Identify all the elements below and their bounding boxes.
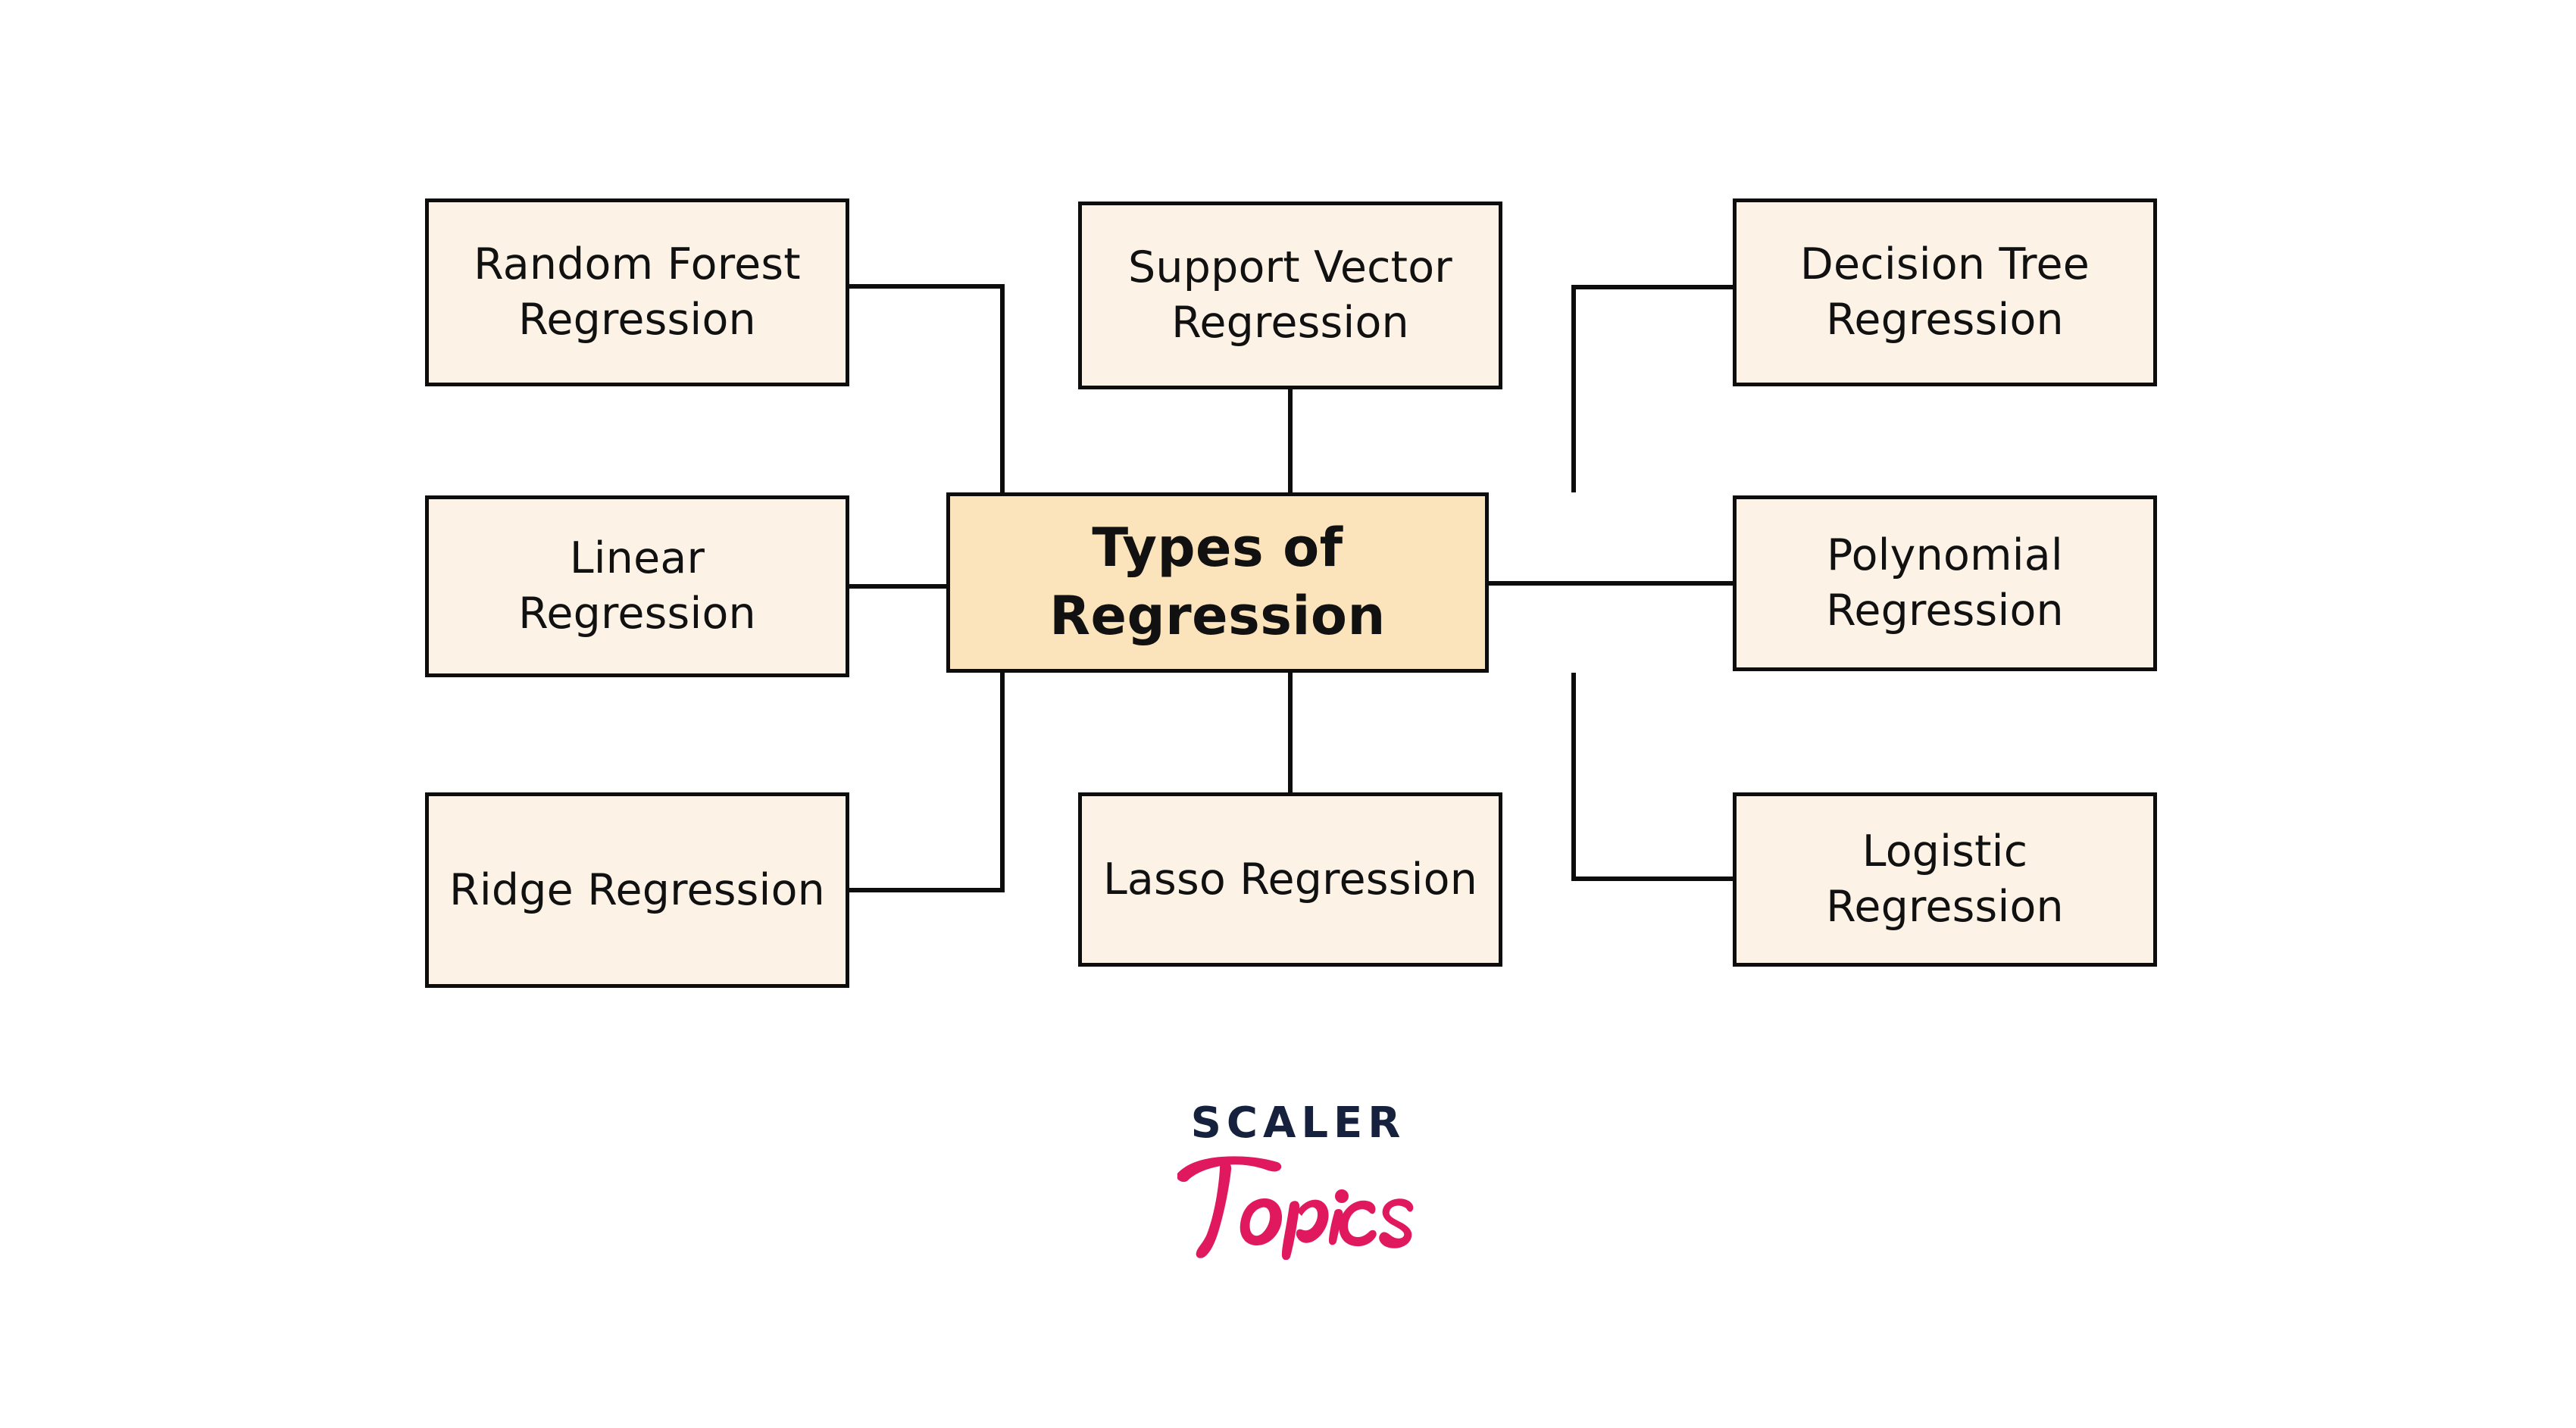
edge-ridge-to-center	[849, 673, 1005, 892]
brand-wordmark: SCALER	[1190, 1098, 1406, 1148]
node-types-of-regression-root[interactable]: Types of Regression	[946, 492, 1489, 673]
node-random-forest-regression[interactable]: Random Forest Regression	[425, 198, 849, 386]
edge-random-forest-to-center	[849, 284, 1005, 492]
node-label: Linear Regression	[518, 533, 756, 639]
edge-decision-tree-to-center	[1571, 285, 1733, 492]
scaler-topics-logo: SCALER	[1136, 1102, 1455, 1276]
node-label: Logistic Regression	[1826, 826, 2064, 932]
node-decision-tree-regression[interactable]: Decision Tree Regression	[1733, 198, 2157, 386]
edge-logistic-to-center	[1571, 673, 1733, 881]
diagram-title: Types of Regression	[1049, 517, 1386, 647]
topics-script-glyphs	[1177, 1156, 1414, 1261]
node-polynomial-regression[interactable]: Polynomial Regression	[1733, 495, 2157, 671]
node-label: Polynomial Regression	[1826, 530, 2064, 636]
node-linear-regression[interactable]: Linear Regression	[425, 495, 849, 677]
node-support-vector-regression[interactable]: Support Vector Regression	[1078, 202, 1502, 389]
node-label: Decision Tree Regression	[1799, 239, 2090, 345]
node-lasso-regression[interactable]: Lasso Regression	[1078, 792, 1502, 967]
node-label: Random Forest Regression	[474, 239, 801, 345]
node-logistic-regression[interactable]: Logistic Regression	[1733, 792, 2157, 967]
brand-script-wordmark	[1136, 1146, 1455, 1263]
node-label: Lasso Regression	[1102, 854, 1478, 905]
node-ridge-regression[interactable]: Ridge Regression	[425, 792, 849, 988]
node-label: Support Vector Regression	[1128, 242, 1452, 348]
node-label: Ridge Regression	[449, 864, 825, 915]
